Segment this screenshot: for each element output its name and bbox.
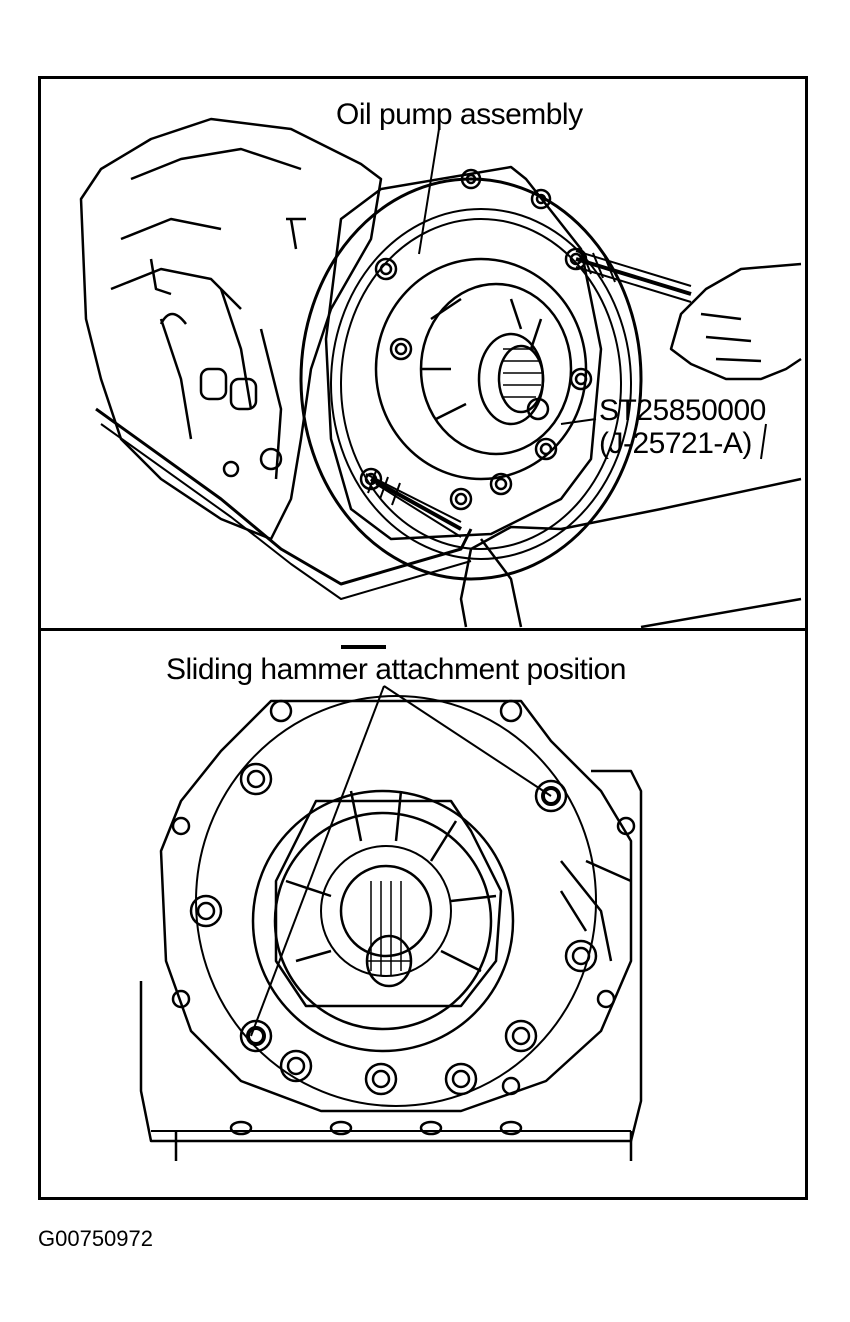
bell-housing (299, 177, 643, 581)
figure-id: G00750972 (38, 1226, 153, 1251)
tool-number-label: ST25850000 (599, 394, 766, 427)
leader-lower-left (250, 685, 385, 1037)
hand-upper (669, 262, 802, 381)
hand-lower (459, 477, 802, 628)
pump-flange (159, 699, 633, 1113)
tool-alt-label: (J-25721-A) (599, 427, 752, 460)
oil-pump (374, 257, 588, 481)
oil-pump-label: Oil pump assembly (336, 98, 583, 131)
tool-leader (560, 418, 597, 425)
oil-pump-leader (418, 128, 440, 255)
bottom-panel: Sliding hammer attachment position (41, 631, 805, 1197)
top-panel: Oil pump assembly ST25850000 (J-25721-A) (41, 79, 805, 628)
transmission-illustration (79, 117, 802, 628)
oil-pump-front-view (139, 645, 643, 1161)
panel-divider (38, 628, 808, 631)
sliding-hammer-label: Sliding hammer attachment position (166, 653, 626, 686)
figure-frame (38, 76, 808, 1200)
leader-upper-right (383, 685, 552, 797)
